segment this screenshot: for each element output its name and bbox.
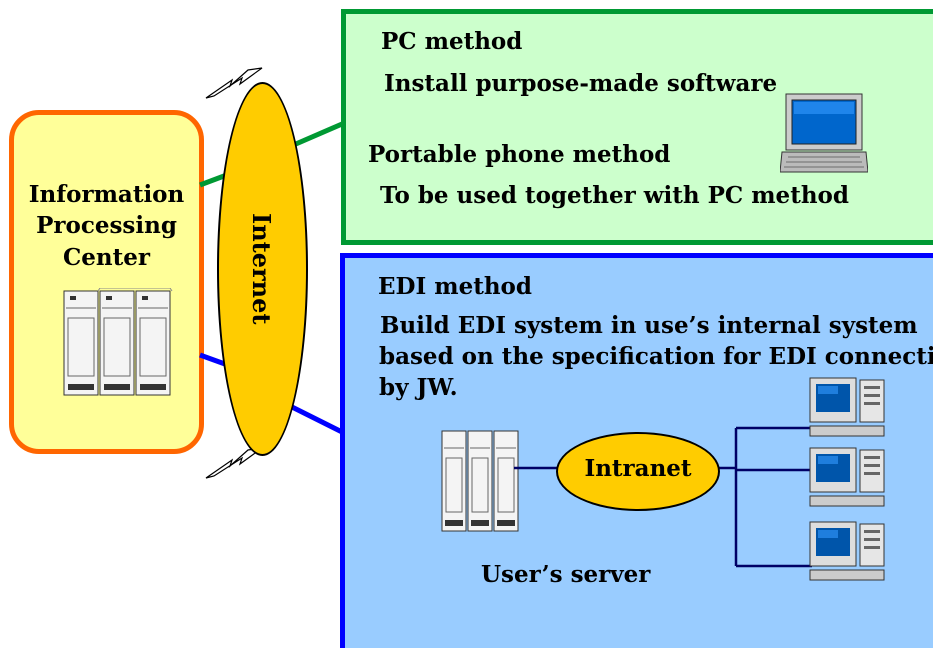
internet-label: Internet <box>247 213 276 325</box>
edi-method-description-line-3: by JW. <box>379 374 458 401</box>
pc-method-title: PC method <box>381 28 523 55</box>
laptop-icon <box>780 93 868 173</box>
edi-method-title: EDI method <box>378 273 532 300</box>
intranet-label: Intranet <box>584 455 692 482</box>
server-rack-icon <box>441 430 519 532</box>
pc-method-description: Install purpose-made software <box>384 70 778 97</box>
desktop-computer-icon <box>809 447 885 507</box>
edi-method-description-line-1: Build EDI system in use’s internal syste… <box>380 312 918 339</box>
desktop-computer-icon <box>809 521 885 581</box>
desktop-computer-icon <box>809 377 885 437</box>
phone-method-description: To be used together with PC method <box>380 182 849 209</box>
users-server-label: User’s server <box>481 561 651 588</box>
phone-method-title: Portable phone method <box>368 141 671 168</box>
information-processing-center-title: Information Processing Center <box>28 181 185 271</box>
edi-method-description-line-2: based on the specification for EDI conne… <box>379 344 933 370</box>
lightning-bolt-icon <box>205 67 263 99</box>
intranet-wiring <box>514 426 812 568</box>
intranet-cloud <box>556 432 720 511</box>
server-rack-icon <box>63 288 173 396</box>
information-processing-center <box>9 110 204 454</box>
internet-cloud <box>217 82 308 456</box>
